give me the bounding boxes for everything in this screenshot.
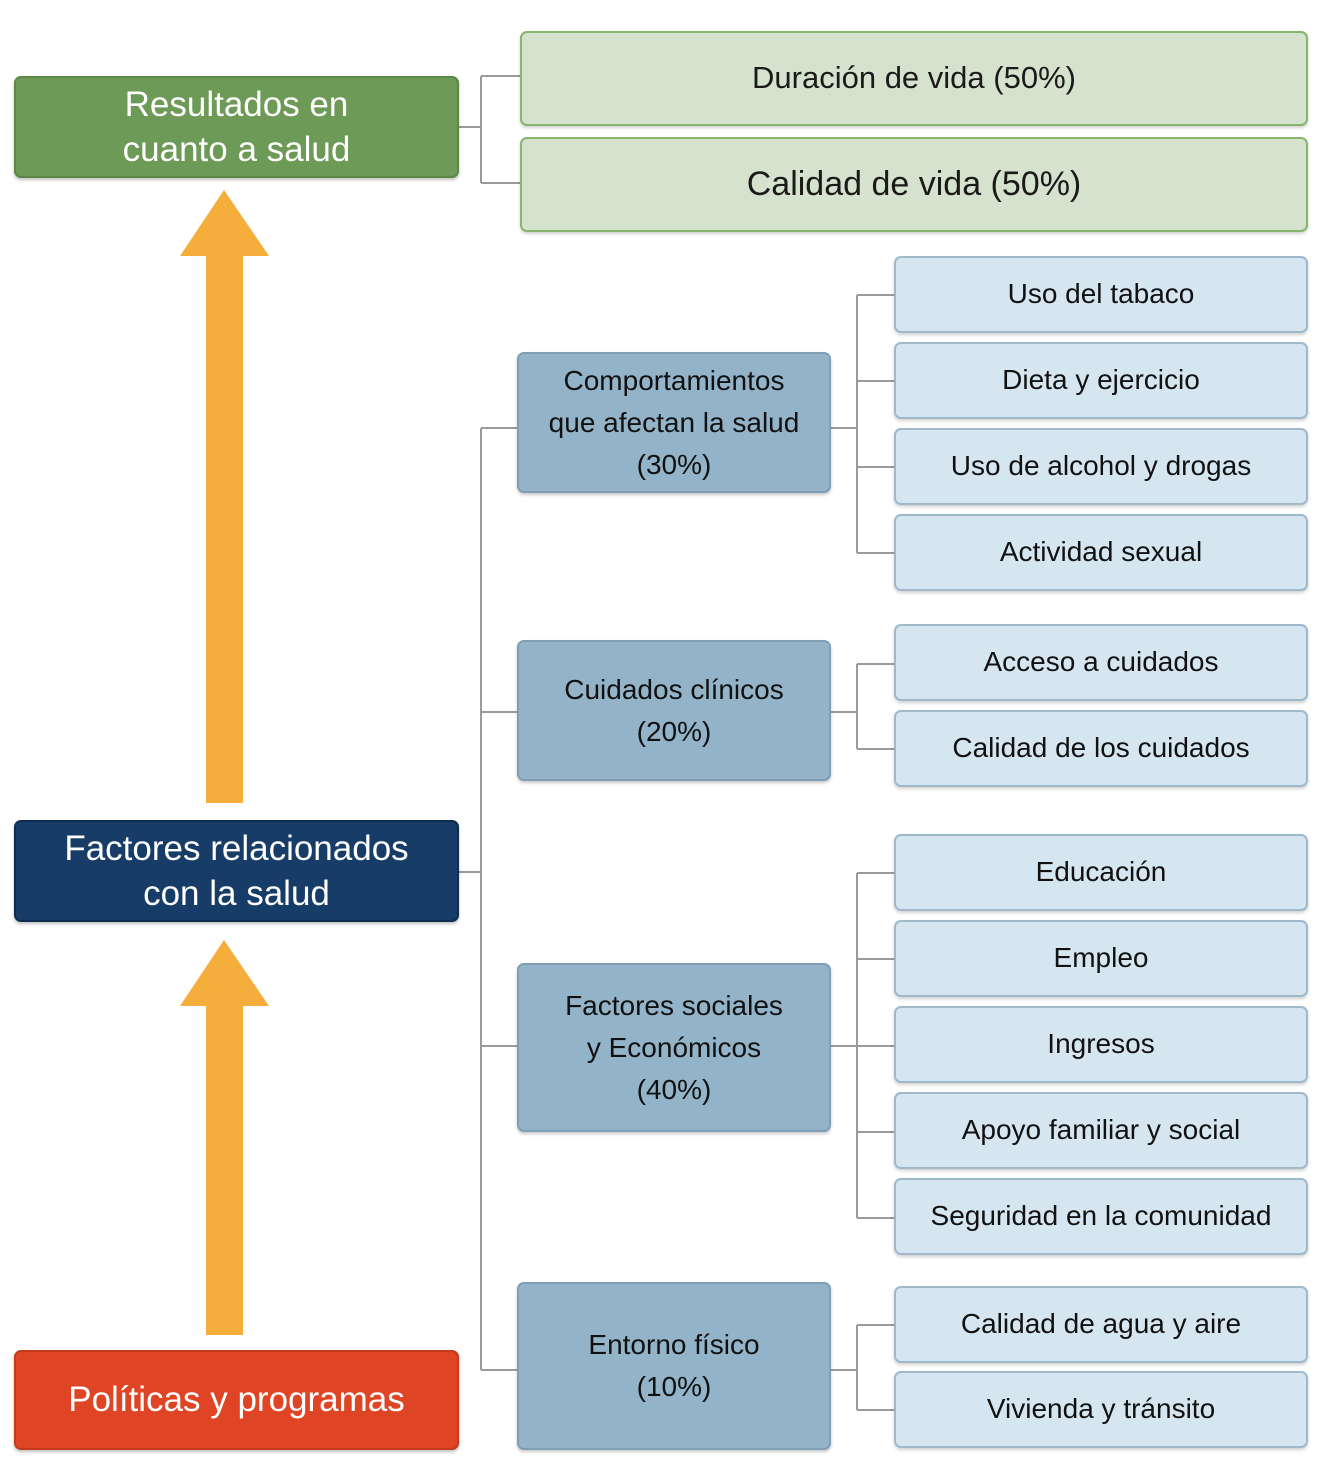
subfactor-family-social-support: Apoyo familiar y social (894, 1092, 1308, 1169)
health-outcomes-box: Resultados en cuanto a salud (14, 76, 459, 178)
subfactor-label: Seguridad en la comunidad (930, 1200, 1272, 1232)
category-clinical-care: Cuidados clínicos (20%) (517, 640, 831, 781)
health-factors-label: Factores relacionados con la salud (64, 828, 409, 914)
subfactor-label: Uso del tabaco (1007, 278, 1195, 310)
subfactor-community-safety: Seguridad en la comunidad (894, 1178, 1308, 1255)
category-label: Factores sociales y Económicos (40%) (565, 989, 783, 1105)
subfactor-quality-of-care: Calidad de los cuidados (894, 710, 1308, 787)
health-factors-box: Factores relacionados con la salud (14, 820, 459, 922)
subfactor-tobacco: Uso del tabaco (894, 256, 1308, 333)
subfactor-diet-exercise: Dieta y ejercicio (894, 342, 1308, 419)
subfactor-housing-transit: Vivienda y tránsito (894, 1371, 1308, 1448)
subfactor-education: Educación (894, 834, 1308, 911)
category-label: Entorno físico (10%) (588, 1329, 760, 1402)
subfactor-label: Dieta y ejercicio (1002, 364, 1200, 396)
subfactor-label: Calidad de agua y aire (960, 1308, 1242, 1340)
subfactor-sexual-activity: Actividad sexual (894, 514, 1308, 591)
policies-programs-label: Políticas y programas (68, 1380, 405, 1420)
subfactor-label: Actividad sexual (999, 536, 1203, 568)
subfactor-label: Acceso a cuidados (983, 646, 1219, 678)
subfactor-label: Ingresos (1047, 1028, 1155, 1060)
subfactor-employment: Empleo (894, 920, 1308, 997)
subfactor-income: Ingresos (894, 1006, 1308, 1083)
subfactor-label: Empleo (1053, 942, 1149, 974)
upward-arrow-to-outcomes (180, 190, 269, 803)
subfactor-label: Uso de alcohol y drogas (950, 450, 1252, 482)
upward-arrow-to-factors (180, 940, 269, 1335)
category-label: Cuidados clínicos (20%) (564, 673, 784, 747)
category-label: Comportamientos que afectan la salud (30… (548, 364, 800, 480)
connector-lines (459, 75, 894, 1411)
category-health-behaviors: Comportamientos que afectan la salud (30… (517, 352, 831, 493)
subfactor-alcohol-drugs: Uso de alcohol y drogas (894, 428, 1308, 505)
subfactor-label: Apoyo familiar y social (961, 1114, 1241, 1146)
outcome-length-of-life: Duración de vida (50%) (520, 31, 1308, 126)
category-social-economic: Factores sociales y Económicos (40%) (517, 963, 831, 1132)
subfactor-air-water-quality: Calidad de agua y aire (894, 1286, 1308, 1363)
health-outcomes-label: Resultados en cuanto a salud (122, 84, 351, 170)
outcome-label: Calidad de vida (50%) (746, 165, 1082, 204)
subfactor-label: Vivienda y tránsito (986, 1393, 1216, 1425)
category-physical-environment: Entorno físico (10%) (517, 1282, 831, 1450)
policies-programs-box: Políticas y programas (14, 1350, 459, 1450)
subfactor-access-to-care: Acceso a cuidados (894, 624, 1308, 701)
subfactor-label: Calidad de los cuidados (952, 732, 1250, 764)
subfactor-label: Educación (1035, 856, 1167, 888)
outcome-label: Duración de vida (50%) (752, 60, 1076, 96)
outcome-quality-of-life: Calidad de vida (50%) (520, 137, 1308, 232)
